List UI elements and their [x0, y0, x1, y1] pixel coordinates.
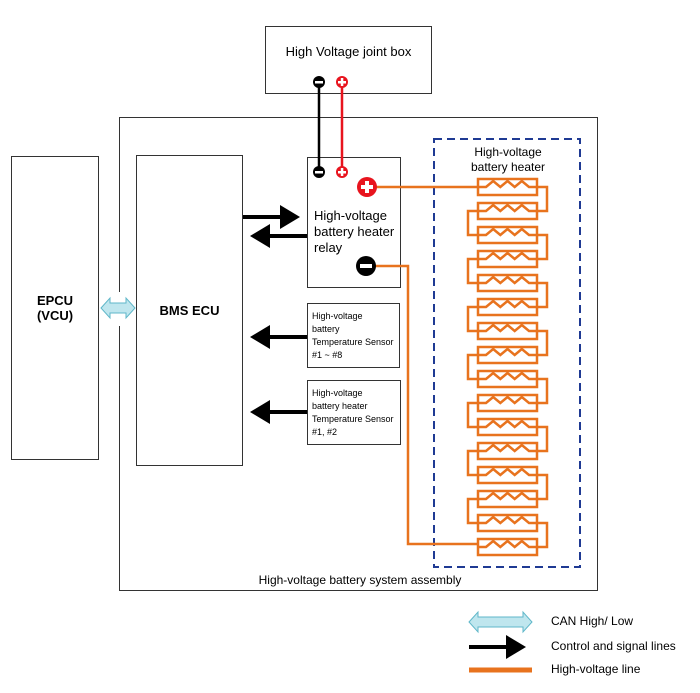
joint-box-label: High Voltage joint box	[285, 44, 412, 59]
sensor2-line1: High-voltage	[312, 388, 363, 398]
sensor2-line3: Temperature Sensor	[312, 414, 394, 424]
legend-control-label: Control and signal lines	[551, 639, 676, 653]
resistor-link	[537, 473, 549, 501]
relay-negative-icon	[313, 166, 325, 178]
heater-resistor	[476, 297, 539, 317]
heater-label-line1: High-voltage	[474, 145, 542, 159]
sensor2-line2: battery heater	[312, 401, 368, 411]
joint-box-negative-icon	[313, 76, 325, 88]
relay-positive-icon	[336, 166, 348, 178]
heater-resistor	[476, 465, 539, 485]
resistor-link	[466, 497, 478, 525]
assembly-label: High-voltage battery system assembly	[258, 573, 462, 587]
relay-hv-positive-icon	[357, 177, 377, 197]
resistor-link	[537, 377, 549, 405]
resistor-link	[537, 521, 549, 549]
heater-resistor	[476, 249, 539, 269]
battery-temperature-sensor-box: High-voltage battery Temperature Sensor …	[307, 303, 400, 368]
resistor-link	[537, 329, 549, 357]
resistor-link	[466, 401, 478, 429]
sensor2-label: High-voltage battery heater Temperature …	[312, 387, 394, 439]
hv-negative-return	[375, 264, 478, 546]
heater-resistor	[476, 273, 539, 293]
heater-resistor	[476, 513, 539, 533]
heater-resistor	[476, 417, 539, 437]
relay-label-line2: battery heater	[314, 224, 395, 239]
resistor-link	[466, 209, 478, 237]
heater-resistor-chain	[466, 177, 549, 557]
sensor2-line4: #1, #2	[312, 427, 338, 437]
bms-ecu-box: BMS ECU	[136, 155, 243, 466]
joint-box-positive-icon	[336, 76, 348, 88]
heater-resistor	[476, 345, 539, 365]
resistor-link	[537, 185, 549, 213]
heater-label: High-voltage battery heater	[436, 145, 580, 175]
heater-label-line2: battery heater	[470, 160, 546, 174]
resistor-link	[466, 305, 478, 333]
relay-label-line3: relay	[314, 240, 343, 255]
heater-temperature-sensor-box: High-voltage battery heater Temperature …	[307, 380, 401, 445]
heater-resistor	[476, 201, 539, 221]
epcu-label: EPCU	[36, 293, 74, 308]
heater-dashed-border	[433, 138, 581, 568]
heater-resistor	[476, 225, 539, 245]
resistor-link	[537, 425, 549, 453]
heater-resistor	[476, 321, 539, 341]
heater-resistor	[476, 537, 539, 557]
heater-resistor	[476, 441, 539, 461]
relay-label: High-voltage battery heater relay	[314, 208, 394, 256]
resistor-link	[466, 257, 478, 285]
sensor1-line2: battery	[312, 324, 340, 334]
heater-resistor	[476, 177, 539, 197]
high-voltage-joint-box: High Voltage joint box	[265, 26, 432, 94]
resistor-link	[466, 449, 478, 477]
heater-resistor	[476, 489, 539, 509]
legend-can-icon	[468, 610, 533, 634]
legend-hv-label: High-voltage line	[551, 662, 641, 676]
heater-resistor	[476, 393, 539, 413]
heater-resistor	[476, 369, 539, 389]
resistor-link	[537, 233, 549, 261]
resistor-link	[537, 281, 549, 309]
sensor1-line4: #1 ~ #8	[312, 350, 343, 360]
resistor-link	[466, 353, 478, 381]
sensor1-label: High-voltage battery Temperature Sensor …	[312, 310, 394, 362]
sensor1-line3: Temperature Sensor	[312, 337, 394, 347]
sensor1-line1: High-voltage	[312, 311, 363, 321]
relay-label-line1: High-voltage	[314, 208, 387, 223]
relay-hv-negative-icon	[356, 256, 376, 276]
bms-ecu-label: BMS ECU	[159, 303, 220, 318]
vcu-label: (VCU)	[36, 308, 74, 323]
legend-can-label: CAN High/ Low	[551, 614, 634, 628]
epcu-box: EPCU (VCU)	[11, 156, 99, 460]
can-bus-arrow[interactable]	[100, 296, 136, 320]
